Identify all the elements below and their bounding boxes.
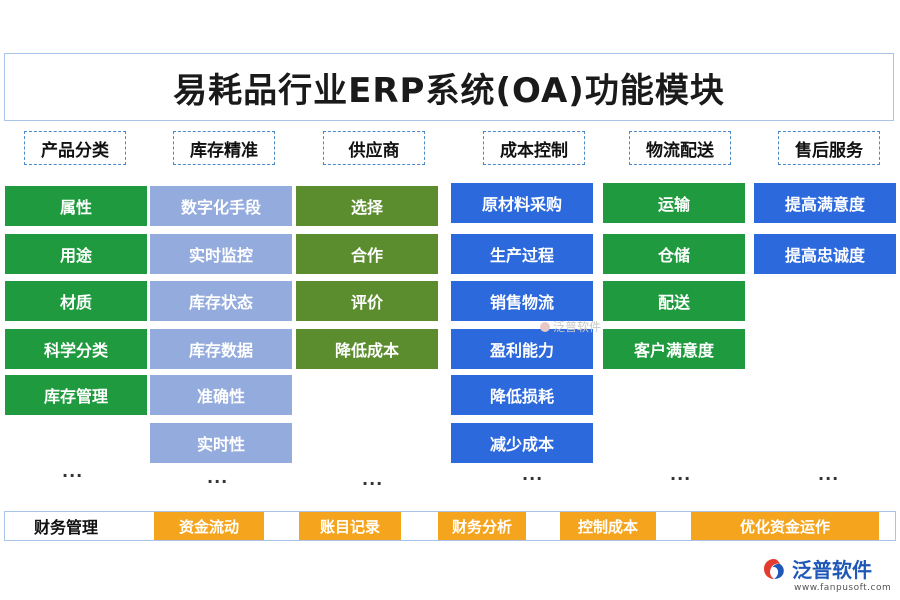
item-box: 库存状态 xyxy=(150,281,292,321)
page-title: 易耗品行业ERP系统(OA)功能模块 xyxy=(173,70,725,111)
item-box: 准确性 xyxy=(150,375,292,415)
item-box: 数字化手段 xyxy=(150,186,292,226)
finance-label: 财务管理 xyxy=(34,518,99,537)
brand-logo: 泛普软件 www.fanpusoft.com xyxy=(762,554,896,598)
item-box: 选择 xyxy=(296,186,438,226)
header-logistics: 物流配送 xyxy=(629,131,731,165)
more-dots: ... xyxy=(362,470,384,489)
header-after-sales: 售后服务 xyxy=(778,131,880,165)
item-box: 仓储 xyxy=(603,234,745,274)
item-box: 库存数据 xyxy=(150,329,292,369)
logo-name: 泛普软件 xyxy=(792,558,872,582)
more-dots: ... xyxy=(670,465,692,484)
item-box: 减少成本 xyxy=(451,423,593,463)
finance-item: 账目记录 xyxy=(299,512,401,540)
more-dots: ... xyxy=(818,465,840,484)
watermark-text: 泛普软件 xyxy=(553,320,602,334)
logo-url: www.fanpusoft.com xyxy=(794,583,892,593)
item-box: 配送 xyxy=(603,281,745,321)
item-box: 实时性 xyxy=(150,423,292,463)
item-box: 客户满意度 xyxy=(603,329,745,369)
item-box: 运输 xyxy=(603,183,745,223)
watermark: 泛普软件 xyxy=(540,318,601,335)
item-box: 科学分类 xyxy=(5,329,147,369)
item-box: 降低损耗 xyxy=(451,375,593,415)
item-box: 原材料采购 xyxy=(451,183,593,223)
more-dots: ... xyxy=(62,462,84,481)
fanpu-logo-icon xyxy=(764,558,784,579)
item-box: 盈利能力 xyxy=(451,329,593,369)
item-box: 属性 xyxy=(5,186,147,226)
item-box: 合作 xyxy=(296,234,438,274)
header-cost-control: 成本控制 xyxy=(483,131,585,165)
item-box: 用途 xyxy=(5,234,147,274)
item-box: 评价 xyxy=(296,281,438,321)
header-supplier: 供应商 xyxy=(323,131,425,165)
item-box: 生产过程 xyxy=(451,234,593,274)
header-inventory-accuracy: 库存精准 xyxy=(173,131,275,165)
watermark-logo-icon xyxy=(540,321,550,332)
item-box: 降低成本 xyxy=(296,329,438,369)
more-dots: ... xyxy=(522,465,544,484)
finance-item: 控制成本 xyxy=(560,512,656,540)
more-dots: ... xyxy=(207,468,229,487)
header-product-category: 产品分类 xyxy=(24,131,126,165)
finance-item: 优化资金运作 xyxy=(691,512,879,540)
item-box: 提高满意度 xyxy=(754,183,896,223)
finance-item: 财务分析 xyxy=(438,512,526,540)
title-box: 易耗品行业ERP系统(OA)功能模块 xyxy=(4,53,894,121)
item-box: 实时监控 xyxy=(150,234,292,274)
item-box: 提高忠诚度 xyxy=(754,234,896,274)
finance-item: 资金流动 xyxy=(154,512,264,540)
item-box: 销售物流 xyxy=(451,281,593,321)
item-box: 材质 xyxy=(5,281,147,321)
item-box: 库存管理 xyxy=(5,375,147,415)
